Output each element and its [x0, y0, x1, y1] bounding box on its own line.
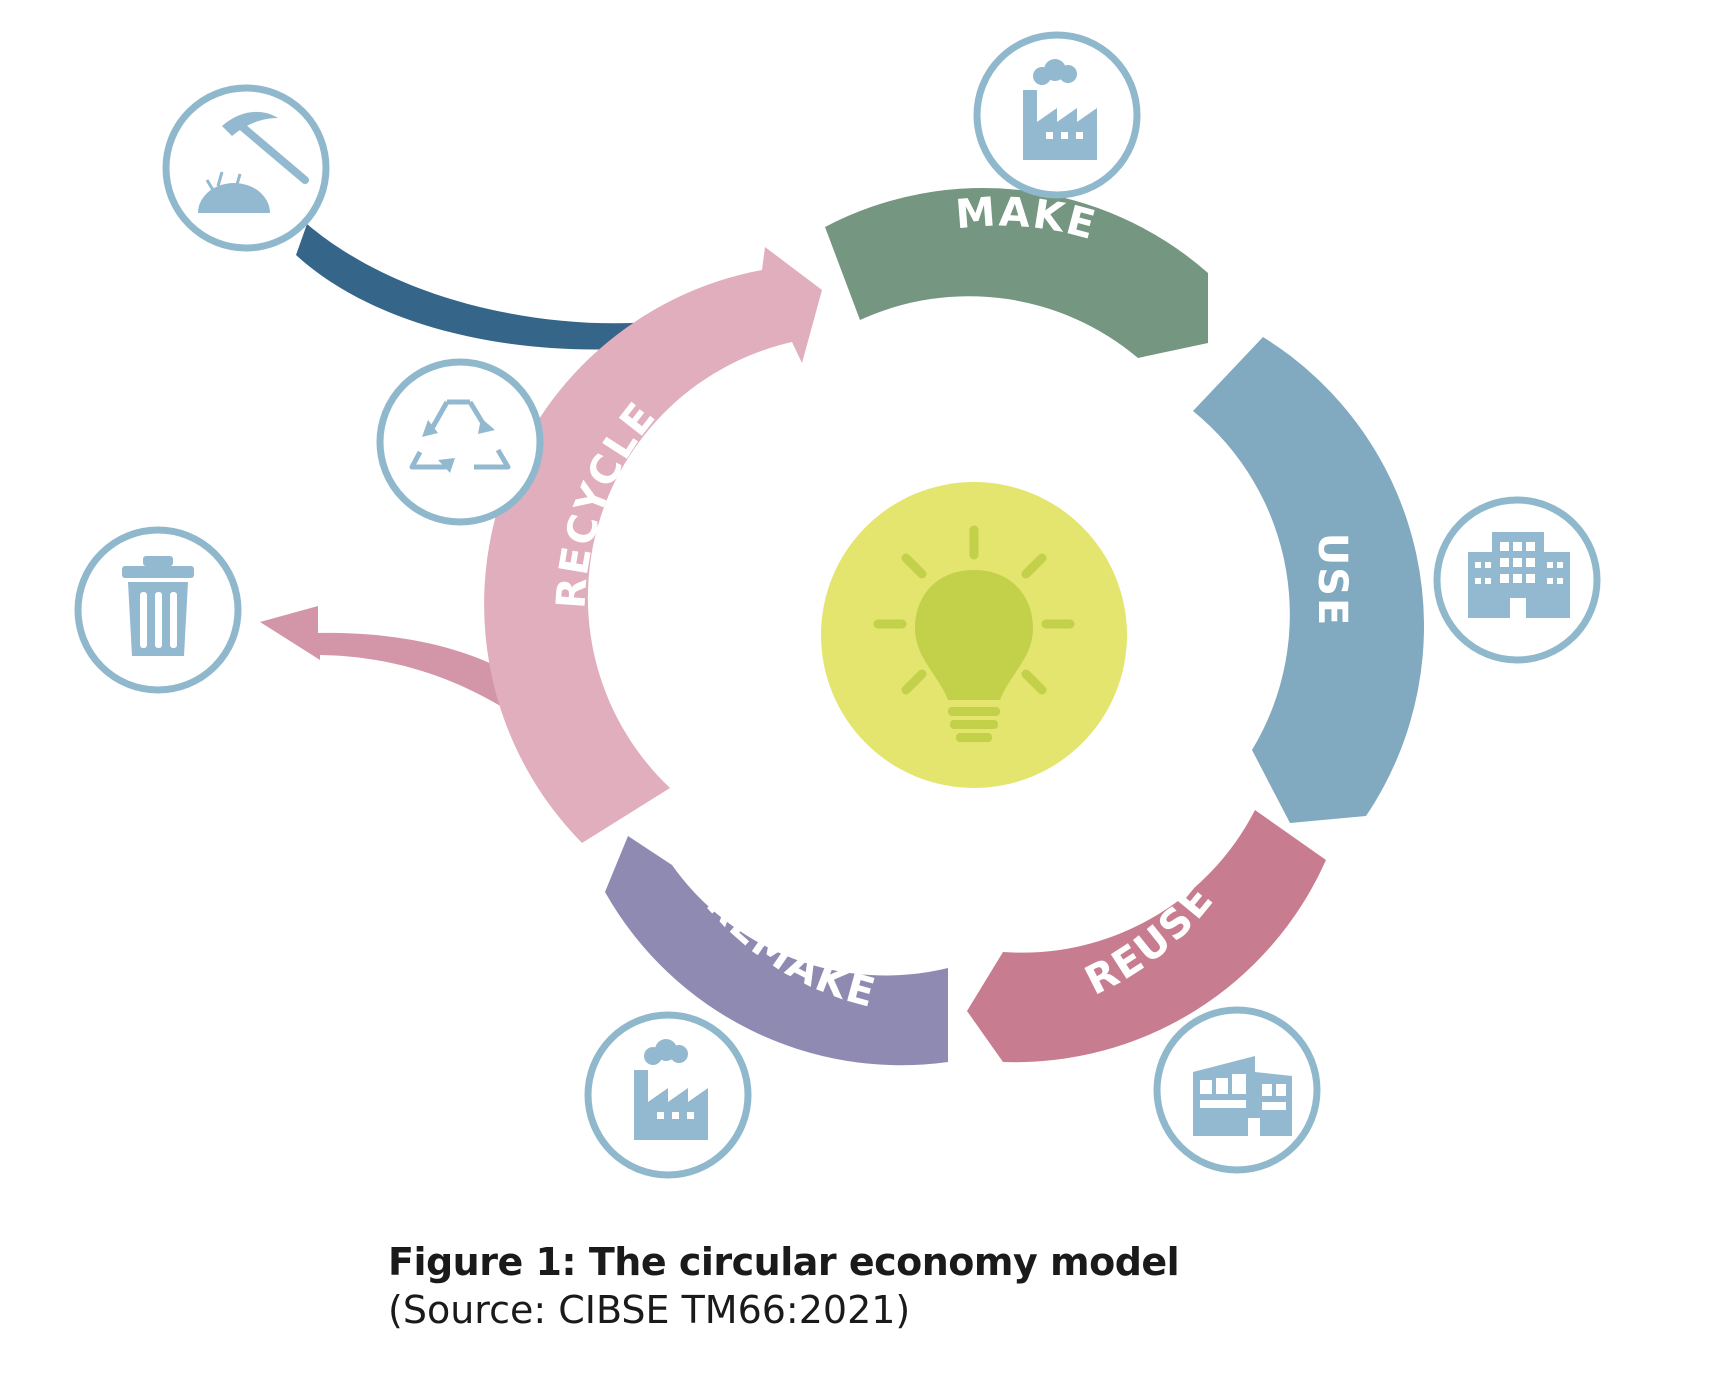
- caption-title: Figure 1: The circular economy model: [388, 1240, 1180, 1284]
- modern-building-icon: [1153, 1006, 1321, 1174]
- stage-label-use: USE: [1309, 533, 1355, 628]
- figure-caption: Figure 1: The circular economy model (So…: [388, 1240, 1180, 1332]
- stage-arc-recycle: [484, 247, 822, 843]
- office-building-icon: [1433, 496, 1601, 664]
- mining-pickaxe-icon: [162, 84, 330, 252]
- outflow-arrow: [260, 606, 540, 725]
- stage-arc-reuse: [967, 810, 1326, 1063]
- stage-arc-make: [825, 187, 1208, 358]
- factory-icon: [973, 31, 1141, 199]
- caption-source: (Source: CIBSE TM66:2021): [388, 1288, 911, 1332]
- trash-bin-icon: [74, 526, 242, 694]
- stage-arc-use: [1193, 337, 1424, 823]
- stage-arc-remake: [605, 836, 948, 1066]
- factory-icon: [584, 1011, 752, 1179]
- recycle-icon: [376, 358, 544, 526]
- lightbulb-icon: [821, 482, 1127, 788]
